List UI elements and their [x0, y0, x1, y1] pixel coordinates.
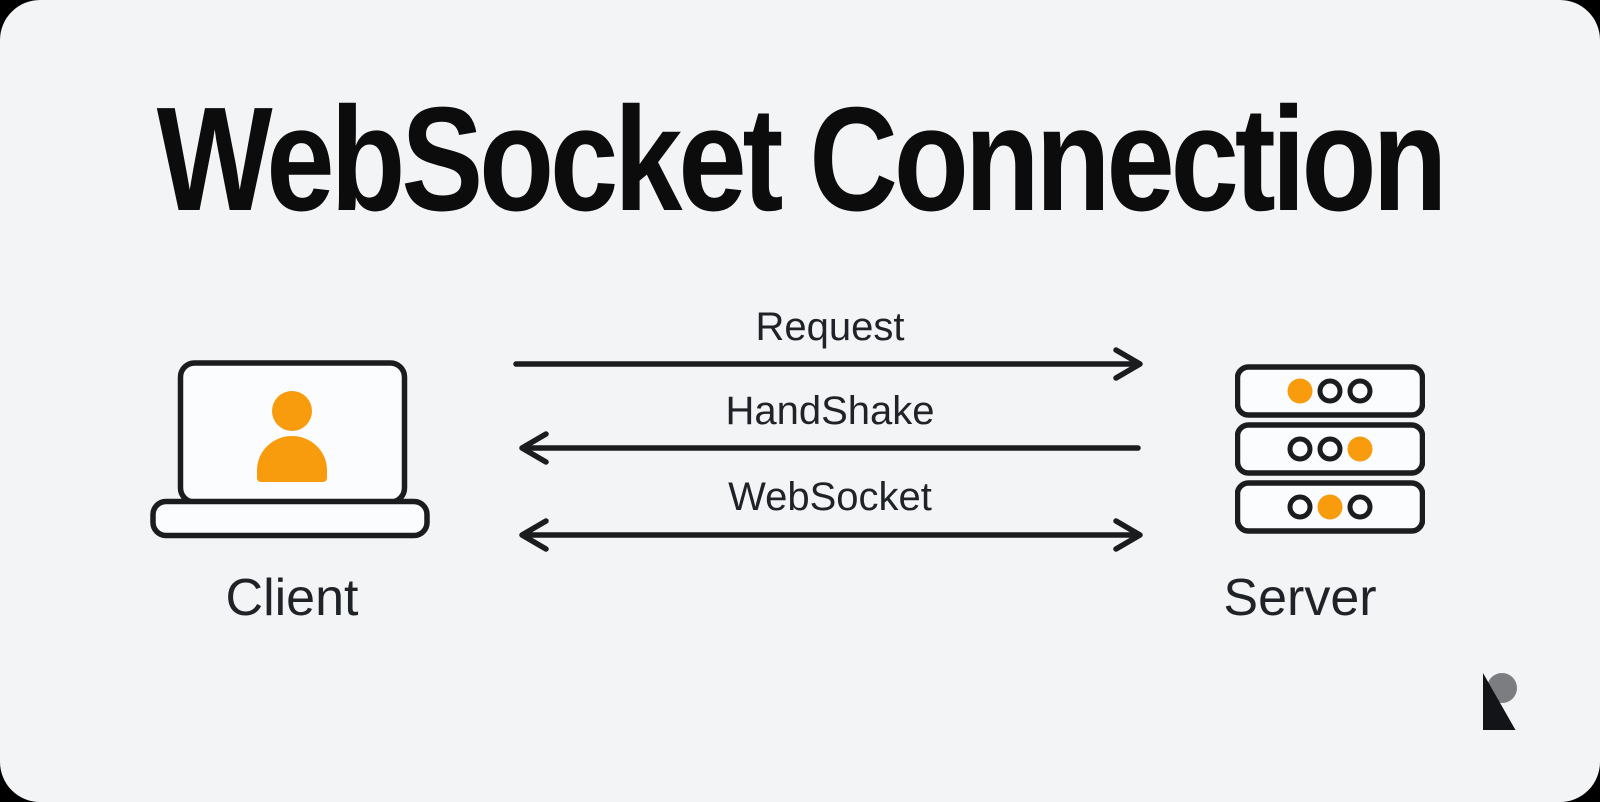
message-label-websocket: WebSocket — [728, 475, 932, 519]
user-icon — [257, 391, 327, 482]
server-lights-row-2 — [1287, 436, 1373, 462]
server-lights-row-1 — [1287, 378, 1373, 404]
message-label-request: Request — [755, 305, 905, 349]
handshake-arrow-left-icon — [519, 431, 1141, 465]
page-title: WebSocket Connection — [156, 77, 1448, 242]
client-label: Client — [225, 569, 359, 627]
websocket-arrow-both-icon — [519, 518, 1143, 552]
r-mark-icon — [1483, 673, 1517, 730]
server-label: Server — [1223, 569, 1377, 627]
laptop-user-icon — [150, 360, 430, 539]
laptop-base — [150, 498, 430, 539]
server-stack-icon — [1235, 364, 1425, 534]
message-label-handshake: HandShake — [725, 389, 935, 433]
server-lights-row-3 — [1287, 494, 1373, 520]
request-arrow-right-icon — [513, 347, 1143, 381]
